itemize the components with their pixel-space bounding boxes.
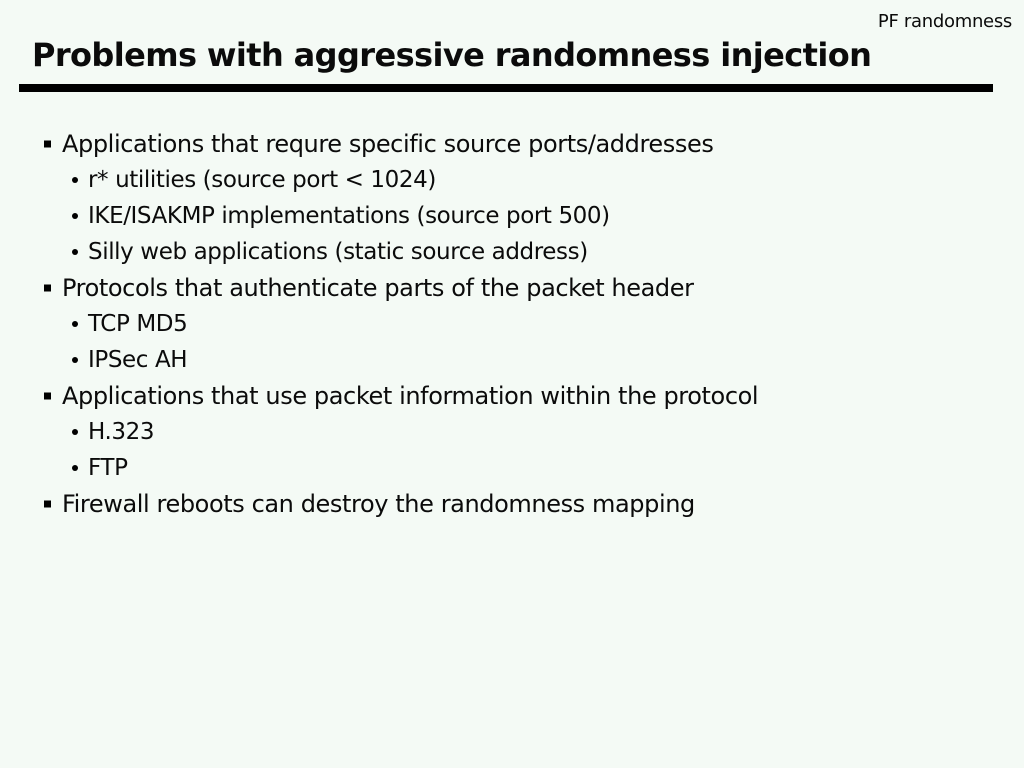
list-item-text: Protocols that authenticate parts of the…	[62, 274, 694, 302]
list-item-text: Applications that requre specific source…	[62, 130, 714, 158]
list-item-text: Silly web applications (static source ad…	[88, 239, 588, 265]
corner-label: PF randomness	[877, 11, 1012, 32]
list-item: TCP MD5	[0, 306, 1010, 342]
list-item: Applications that use packet information…	[0, 378, 1010, 414]
list-item: Applications that requre specific source…	[0, 126, 1010, 162]
list-item-text: IKE/ISAKMP implementations (source port …	[88, 203, 610, 229]
dot-bullet-icon	[72, 465, 78, 471]
list-item: IPSec AH	[0, 342, 1010, 378]
dot-bullet-icon	[72, 321, 78, 327]
list-item: IKE/ISAKMP implementations (source port …	[0, 198, 1010, 234]
page-title: Problems with aggressive randomness inje…	[32, 36, 872, 74]
square-bullet-icon	[44, 500, 51, 508]
list-item-text: Firewall reboots can destroy the randomn…	[62, 490, 695, 518]
dot-bullet-icon	[72, 213, 78, 219]
dot-bullet-icon	[72, 177, 78, 183]
square-bullet-icon	[44, 392, 51, 400]
title-underline	[19, 84, 993, 92]
list-item-text: IPSec AH	[88, 347, 188, 373]
dot-bullet-icon	[72, 429, 78, 435]
dot-bullet-icon	[72, 249, 78, 255]
square-bullet-icon	[44, 284, 51, 292]
square-bullet-icon	[44, 140, 51, 148]
list-item-text: H.323	[88, 419, 155, 445]
list-item: r* utilities (source port < 1024)	[0, 162, 1010, 198]
list-item: FTP	[0, 450, 1010, 486]
list-item: H.323	[0, 414, 1010, 450]
list-item: Silly web applications (static source ad…	[0, 234, 1010, 270]
list-item: Protocols that authenticate parts of the…	[0, 270, 1010, 306]
list-item: Firewall reboots can destroy the randomn…	[0, 486, 1010, 522]
list-item-text: TCP MD5	[88, 311, 188, 337]
bullet-list: Applications that requre specific source…	[0, 126, 1010, 522]
list-item-text: FTP	[88, 455, 128, 481]
list-item-text: r* utilities (source port < 1024)	[88, 167, 436, 193]
dot-bullet-icon	[72, 357, 78, 363]
list-item-text: Applications that use packet information…	[62, 382, 759, 410]
